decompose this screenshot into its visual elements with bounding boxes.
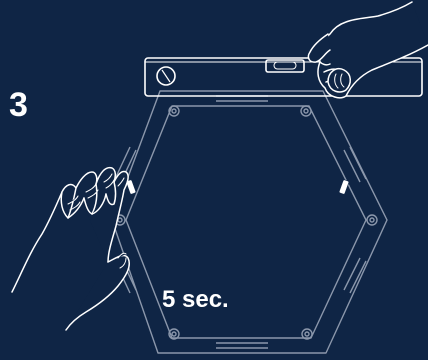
hand-pressing-icon	[11, 166, 130, 331]
hand-holding-level-icon	[307, 1, 428, 99]
timer-label: 5 sec.	[162, 286, 229, 313]
step-number: 3	[9, 86, 28, 124]
adhesive-tape-icon	[125, 179, 350, 195]
hexagon-frame-icon	[111, 90, 388, 354]
